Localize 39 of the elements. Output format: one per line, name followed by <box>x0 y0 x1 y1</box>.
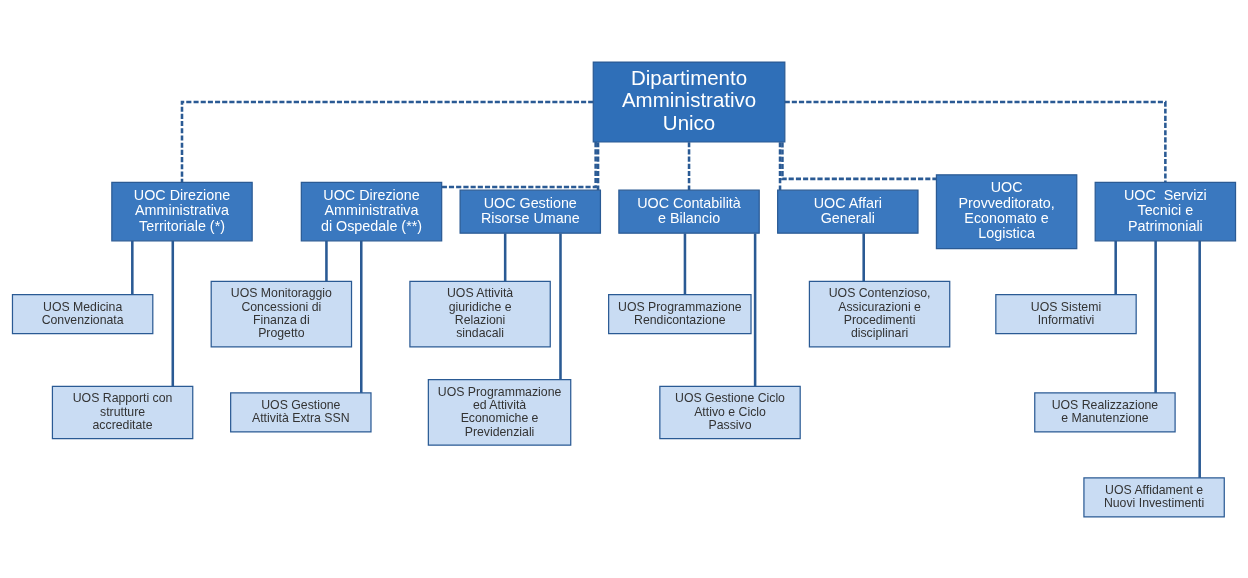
node-box: UOC Affari Generali <box>777 189 919 234</box>
connector <box>131 240 134 294</box>
connector <box>180 100 594 182</box>
node-box: UOS Monitoraggio Concessioni di Finanza di Progetto <box>210 280 353 347</box>
node-box: Dipartimento Amministrativo Unico <box>592 61 786 143</box>
node-box: UOS Attività giuridiche e Relazioni sindacali <box>409 280 551 347</box>
connector <box>687 141 691 190</box>
node-box: UOS Affidament e Nuovi Investimenti <box>1083 476 1225 517</box>
connector <box>596 141 600 190</box>
connector <box>753 233 757 386</box>
node-box: UOS Programmazione ed Attività Economiche e Previdenziali <box>427 378 572 446</box>
node-box: UOS Contenzioso, Assicurazioni e Procedimenti disciplinari <box>808 280 951 347</box>
node-box: UOC Direzione Amministrativa di Ospedale (**) <box>300 181 443 241</box>
node-box: UOC Provveditorato, Economato e Logistica <box>935 173 1078 249</box>
connector <box>784 100 1167 182</box>
node-box: UOC Gestione Risorse Umane <box>459 189 602 234</box>
connector <box>171 240 175 386</box>
connector <box>325 240 328 281</box>
node-box: UOC Contabilità e Bilancio <box>618 189 760 234</box>
node-box: UOC Direzione Amministrativa Territoriale (*) <box>111 181 253 241</box>
node-box: UOS Medicina Convenzionata <box>11 293 154 334</box>
connector <box>360 240 363 393</box>
node-box: UOS Realizzazione e Manutenzione <box>1034 391 1176 432</box>
connector <box>1154 240 1157 393</box>
node-box: UOC Servizi Tecnici e Patrimoniali <box>1094 181 1237 241</box>
node-box: UOS Gestione Attività Extra SSN <box>230 391 372 432</box>
node-box: UOS Programmazione Rendicontazione <box>608 293 752 334</box>
connector <box>559 233 562 379</box>
connector <box>1198 240 1201 478</box>
connector <box>683 232 687 294</box>
connector <box>1114 240 1117 294</box>
connector <box>441 141 597 188</box>
node-box: UOS Sistemi Informativi <box>995 293 1137 334</box>
node-box: UOS Gestione Ciclo Attivo e Ciclo Passivo <box>659 385 801 439</box>
connector <box>503 232 507 281</box>
connector <box>781 141 937 180</box>
connector <box>862 232 865 281</box>
node-box: UOS Rapporti con strutture accreditate <box>51 385 194 439</box>
connector <box>778 141 782 190</box>
